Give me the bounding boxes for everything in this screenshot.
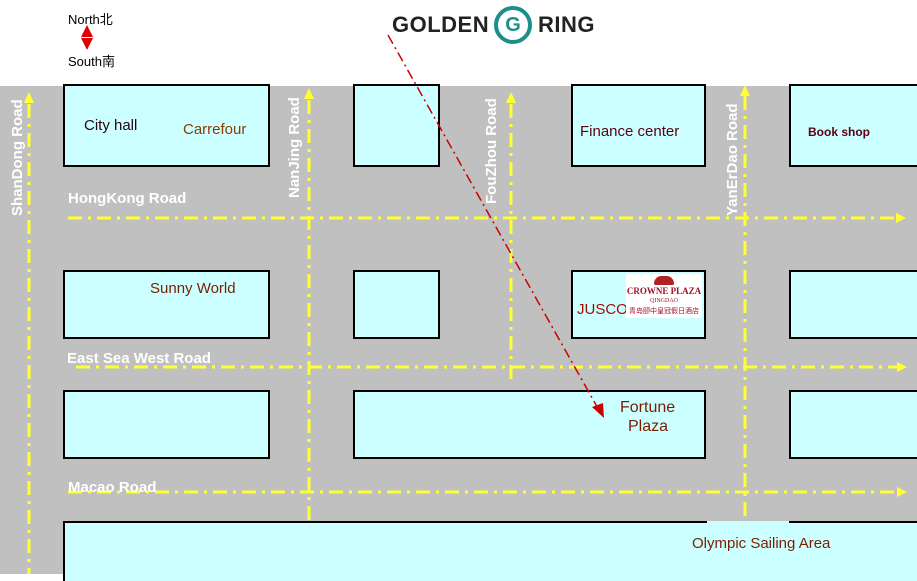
block-east-middle (789, 270, 917, 339)
arrow-icon (896, 213, 906, 223)
route-line (387, 34, 601, 413)
compass-south-label: South南 (68, 54, 115, 69)
place-city-hall: City hall (84, 117, 138, 134)
block-central-small (353, 270, 440, 339)
place-fortune-plaza-line2: Plaza (628, 418, 669, 435)
road-label-east-sea-west: East Sea West Road (67, 350, 211, 367)
crowne-emblem-icon (654, 276, 674, 285)
arrow-icon (506, 92, 516, 103)
logo-letter: G (505, 14, 521, 36)
arrow-icon (740, 85, 750, 96)
road-label-fouzhou: FouZhou Road (483, 98, 500, 204)
block-south-west (63, 390, 270, 459)
crowne-plaza-logo: CROWNE PLAZA QINGDAO 青岛颐中皇冠假日酒店 (626, 274, 702, 318)
block-south-east (789, 390, 917, 459)
place-jusco: JUSCO (577, 301, 628, 318)
brand-ring: RING (538, 12, 595, 37)
crowne-plaza-name: CROWNE PLAZA (626, 286, 702, 296)
place-book-shop: Book shop (808, 125, 870, 139)
place-finance-center: Finance center (580, 123, 680, 140)
road-marker-arrows (24, 85, 907, 497)
arrow-icon (24, 92, 34, 103)
block-book-shop (789, 84, 917, 167)
road-center-markers (27, 96, 898, 574)
block-city-hall (63, 84, 270, 167)
place-olympic-sailing-area: Olympic Sailing Area (692, 535, 831, 552)
block-sunny-world (63, 270, 270, 339)
road-label-nanjing: NanJing Road (286, 97, 303, 198)
arrow-icon (897, 362, 907, 372)
block-olympic-sailing-area (63, 521, 917, 581)
place-sunny-world: Sunny World (150, 280, 236, 297)
golden-ring-logo-icon: G (494, 6, 532, 44)
block-north-middle (353, 84, 440, 167)
crowne-plaza-chinese-name: 青岛颐中皇冠假日酒店 (629, 307, 699, 315)
road-label-macao: Macao Road (68, 479, 157, 496)
road-label-yanerdao: YanErDao Road (724, 103, 741, 216)
road-label-hongkong: HongKong Road (68, 190, 187, 207)
crowne-plaza-city: QINGDAO (650, 298, 678, 304)
route-arrowhead-icon (592, 403, 604, 418)
block-finance-center (571, 84, 706, 167)
place-carrefour: Carrefour (183, 121, 247, 138)
compass-arrow-icon (81, 25, 93, 50)
place-fortune-plaza-line1: Fortune (620, 399, 676, 416)
road-label-shandong: ShanDong Road (9, 99, 26, 216)
arrow-icon (897, 487, 907, 497)
brand-golden: GOLDEN (392, 12, 490, 37)
compass-north-label: North北 (68, 12, 113, 27)
olympic-gap (707, 521, 789, 524)
arrow-icon (304, 88, 314, 99)
block-fortune-plaza (353, 390, 706, 459)
